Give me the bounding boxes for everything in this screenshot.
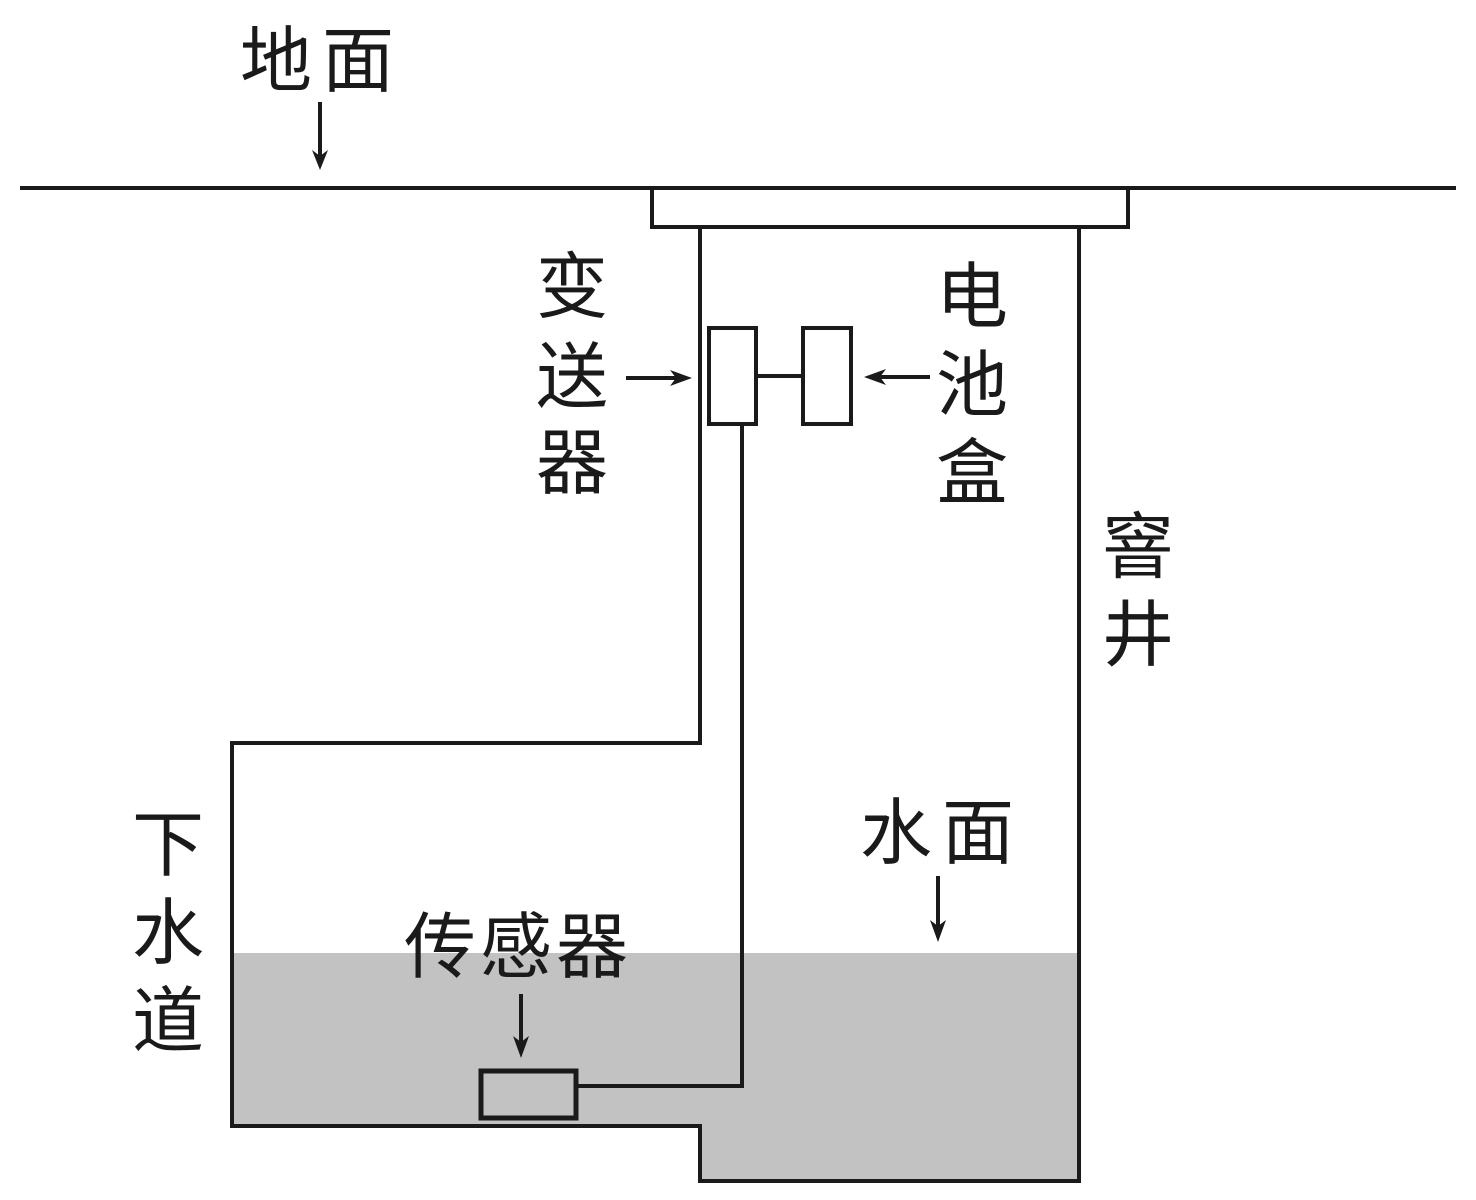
label-battery-2: 池 bbox=[936, 343, 1008, 427]
label-battery-1: 电 bbox=[936, 255, 1008, 339]
battery-box bbox=[801, 326, 853, 426]
label-manhole-1: 窨 bbox=[1102, 505, 1174, 589]
sensor-box bbox=[478, 1068, 579, 1121]
sensor-cable bbox=[576, 424, 744, 1088]
label-sewer-1: 下 bbox=[132, 803, 204, 887]
arrow-battery bbox=[864, 369, 930, 385]
label-ground: 地面 bbox=[240, 19, 404, 103]
transmitter-box bbox=[707, 326, 758, 426]
label-transmitter-3: 器 bbox=[536, 421, 608, 505]
label-sewer-2: 水 bbox=[132, 891, 204, 975]
arrow-ground bbox=[312, 102, 328, 170]
arrow-transmitter bbox=[626, 370, 692, 386]
arrow-sensor bbox=[513, 994, 529, 1058]
water-region bbox=[232, 953, 1079, 1181]
label-transmitter-2: 送 bbox=[536, 335, 608, 419]
manhole-cover bbox=[650, 186, 1130, 229]
arrow-water-surface bbox=[930, 876, 946, 942]
label-manhole-2: 井 bbox=[1102, 593, 1174, 677]
label-battery-3: 盒 bbox=[936, 431, 1008, 515]
label-water-surface: 水面 bbox=[860, 791, 1024, 875]
label-sewer-3: 道 bbox=[132, 979, 204, 1063]
label-sensor: 传感器 bbox=[404, 905, 632, 989]
manhole-sewer-outline bbox=[230, 227, 1081, 1183]
label-transmitter-1: 变 bbox=[536, 245, 608, 329]
